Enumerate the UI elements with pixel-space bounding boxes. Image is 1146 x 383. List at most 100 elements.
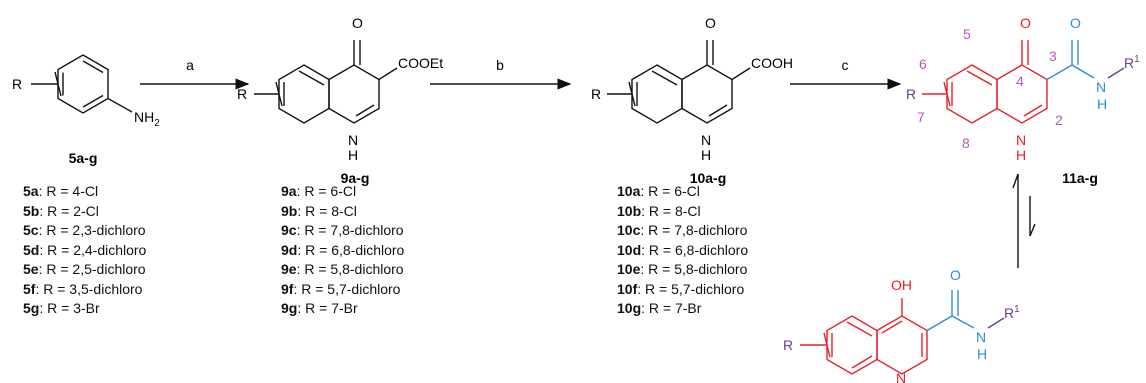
- substituent-entry: 5a: R = 4-Cl: [23, 182, 146, 202]
- position-2: 2: [1055, 112, 1063, 128]
- hydroxy-r1-label: R1: [1004, 304, 1020, 321]
- ester-structure: [254, 40, 398, 124]
- entry-text: : R = 2,5-dichloro: [38, 261, 146, 277]
- entry-text: : R = 3,5-dichloro: [35, 280, 143, 297]
- entry-text: : R = 6-Cl: [640, 183, 700, 199]
- aniline-r-label: R: [12, 76, 22, 92]
- tautomer-arrow-down-head: [1029, 223, 1036, 237]
- condition-a: a: [186, 57, 194, 73]
- entry-id: 10e: [617, 261, 641, 277]
- entry-text: : R = 2,4-dichloro: [39, 241, 147, 258]
- entry-text: : R = 8-Cl: [641, 202, 701, 219]
- acid-group-label: COOH: [751, 55, 793, 71]
- compound-label-5: 5a-g: [69, 150, 98, 166]
- substituent-entry: 9g: R = 7-Br: [281, 299, 404, 319]
- entry-text: : R = 6,8-dichloro: [641, 241, 749, 258]
- substituent-entry: 10b: R = 8-Cl: [617, 202, 748, 222]
- condition-c: c: [842, 57, 849, 73]
- entry-text: : R = 8-Cl: [297, 202, 357, 219]
- ester-carbonyl-o: O: [352, 15, 363, 31]
- hydroxy-side-chain: [926, 290, 975, 332]
- ester-r-label: R: [237, 86, 247, 102]
- substituent-entry: 5d: R = 2,4-dichloro: [23, 241, 146, 261]
- entry-id: 9c: [281, 222, 297, 238]
- entry-text: : R = 5,8-dichloro: [640, 261, 748, 277]
- substituent-entry: 5e: R = 2,5-dichloro: [23, 260, 146, 280]
- hydroxy-r1-bond: [987, 317, 1005, 329]
- ester-h-label: H: [348, 147, 358, 163]
- amide-n-label: N: [1096, 79, 1106, 95]
- amide-o-label: O: [1070, 15, 1081, 31]
- acid-r-label: R: [591, 86, 601, 102]
- ester-group-label: COOEt: [398, 55, 443, 71]
- position-6: 6: [919, 56, 927, 72]
- entry-text: : R = 7-Br: [297, 300, 358, 316]
- position-8: 8: [962, 135, 970, 151]
- hydroxy-r-label: R: [783, 337, 793, 353]
- acid-h-label: H: [701, 147, 711, 163]
- position-3: 3: [1049, 48, 1057, 64]
- compound-label-11: 11a-g: [1062, 170, 1098, 186]
- compound-label-9: 9a-g: [341, 170, 370, 186]
- entry-id: 9d: [281, 241, 298, 258]
- amide-r1-label: R1: [1124, 54, 1140, 71]
- hydroxy-amide-n: N: [976, 329, 986, 345]
- amide-h-label: H: [1097, 96, 1107, 112]
- entry-text: : R = 5,8-dichloro: [296, 261, 404, 277]
- substituent-entry: 10f: R = 5,7-dichloro: [617, 280, 748, 300]
- substituent-entry: 9c: R = 7,8-dichloro: [281, 221, 404, 241]
- acid-structure: [607, 40, 751, 124]
- entry-id: 5f: [23, 280, 36, 297]
- entry-id: 9f: [281, 280, 294, 297]
- entry-id: 5b: [23, 202, 40, 219]
- substituent-entry: 9e: R = 5,8-dichloro: [281, 260, 404, 280]
- amide-side-chain: [1046, 40, 1095, 81]
- entry-id: 9g: [281, 300, 298, 316]
- entry-text: : R = 5,7-dichloro: [293, 280, 401, 297]
- amide-quinolone-core: [922, 40, 1048, 124]
- entry-id: 10a: [617, 183, 641, 199]
- entry-text: : R = 6-Cl: [296, 183, 357, 199]
- entry-text: : R = 2-Cl: [39, 202, 99, 219]
- entry-id: 9b: [281, 202, 298, 219]
- substituent-entry: 10c: R = 7,8-dichloro: [617, 221, 748, 241]
- substituent-entry: 5g: R = 3-Br: [23, 299, 146, 319]
- substituent-entry: 10d: R = 6,8-dichloro: [617, 241, 748, 261]
- entry-id: 5c: [23, 222, 39, 238]
- position-7: 7: [917, 109, 925, 125]
- entry-id: 5g: [23, 300, 40, 316]
- entry-id: 5d: [23, 241, 40, 258]
- entry-id: 5e: [23, 261, 39, 277]
- entry-id: 10g: [617, 300, 642, 316]
- aniline-structure: [31, 54, 133, 114]
- amide-ring-h-label: H: [1016, 147, 1026, 163]
- hydroxy-oh-label: OH: [891, 277, 912, 293]
- ester-n-label: N: [348, 132, 358, 148]
- entry-text: : R = 5,7-dichloro: [637, 280, 745, 297]
- substituent-entry: 10e: R = 5,8-dichloro: [617, 260, 748, 280]
- entry-text: : R = 4-Cl: [38, 183, 99, 199]
- amide-ring-n-label: N: [1016, 132, 1026, 148]
- acid-n-label: N: [701, 132, 711, 148]
- entry-text: : R = 7,8-dichloro: [640, 222, 748, 238]
- substituent-entry: 5b: R = 2-Cl: [23, 202, 146, 222]
- amide-carbonyl-o: O: [1020, 15, 1031, 31]
- position-4: 4: [1016, 73, 1024, 89]
- entry-id: 10f: [617, 280, 638, 297]
- aniline-nh2-label: NH2: [134, 109, 160, 129]
- hydroxy-amide-o: O: [950, 267, 961, 283]
- substituent-entry: 9a: R = 6-Cl: [281, 182, 404, 202]
- entry-text: : R = 3-Br: [39, 300, 100, 316]
- entry-text: : R = 7-Br: [641, 300, 702, 316]
- hydroxy-ring-n: N: [896, 370, 906, 383]
- acid-carbonyl-o: O: [705, 15, 716, 31]
- entry-text: : R = 6,8-dichloro: [297, 241, 405, 258]
- condition-b: b: [496, 57, 504, 73]
- entry-text: : R = 7,8-dichloro: [296, 222, 404, 238]
- hydroxy-quinoline-core: [800, 298, 928, 375]
- substituent-entry: 10g: R = 7-Br: [617, 299, 748, 319]
- compound-label-10: 10a-g: [690, 170, 727, 186]
